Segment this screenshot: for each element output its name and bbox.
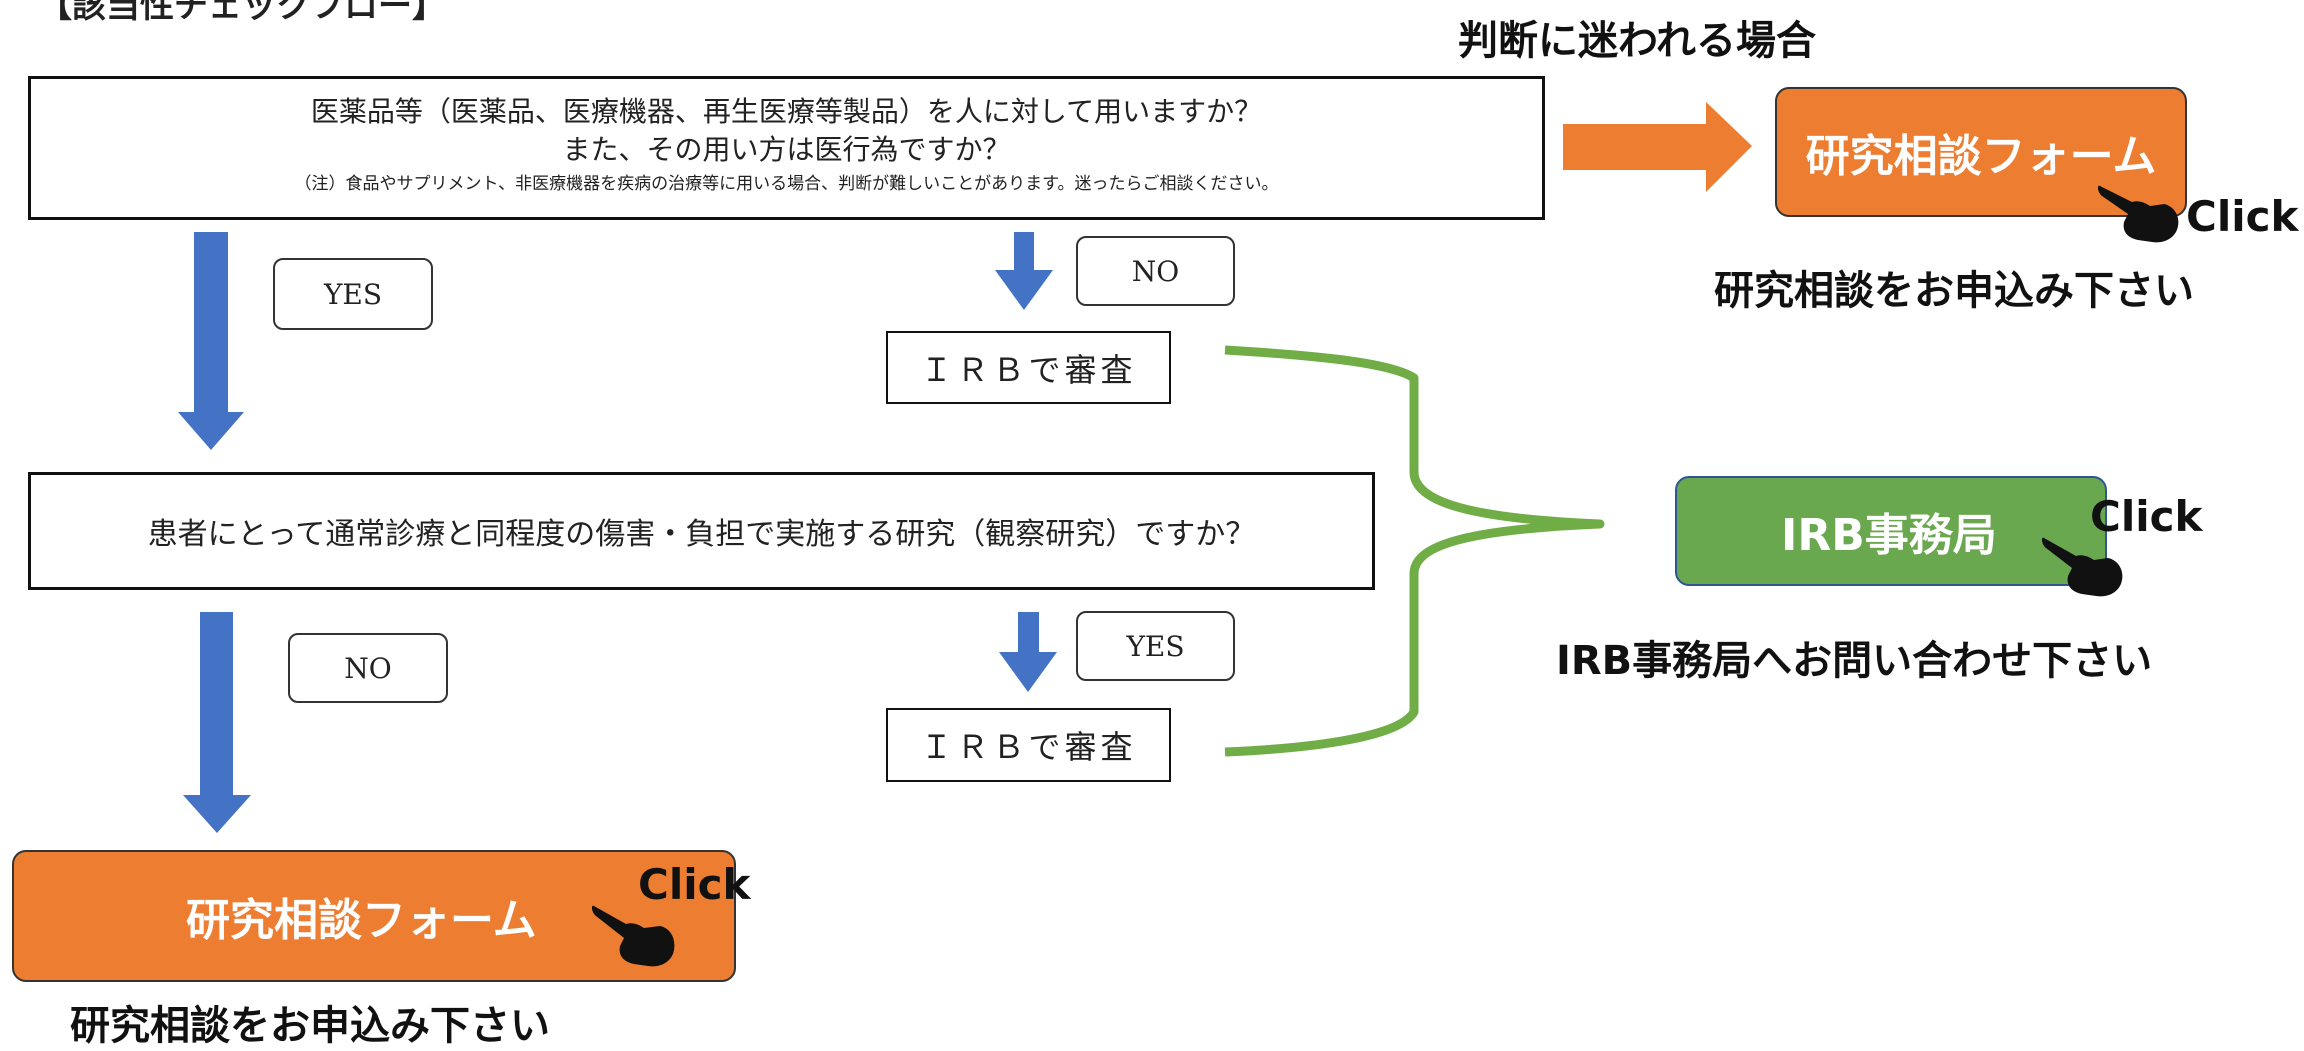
arrow-right-unsure [1563,102,1752,192]
pointing-hand-icon [592,905,675,967]
arrow-down-no-2 [183,612,251,833]
research-consultation-form-button-bottom-label: 研究相談フォーム [186,895,537,946]
flow-title: 【該当性チェックフロー】 [38,0,446,26]
research-consultation-form-button[interactable]: 研究相談フォーム [1775,87,2187,217]
click-label-irb: Click [2090,492,2203,541]
irb-office-button-label: IRB事務局 [1781,510,1997,561]
question-1-note: （注）食品やサプリメント、非医療機器を疾病の治療等に用いる場合、判断が難しいこと… [294,174,1279,194]
yes-tag-q2: YES [1076,611,1235,681]
click-label-form-bottom: Click [638,860,751,909]
research-consultation-form-button-label: 研究相談フォーム [1805,131,2157,182]
question-2-text: 患者にとって通常診療と同程度の傷害・負担で実施する研究（観察研究）ですか？ [147,517,1256,552]
pointing-hand-icon [2042,537,2123,597]
form-caption-bottom: 研究相談をお申込み下さい [70,1003,550,1049]
yes-tag-q1: YES [273,258,433,330]
green-bracket [1224,345,1605,757]
question-1-box: 医薬品等（医薬品、医療機器、再生医療等製品）を人に対して用いますか？ また、その… [28,76,1545,220]
research-consultation-form-button-bottom[interactable]: 研究相談フォーム [12,850,736,982]
irb-review-box-upper: ＩＲＢで審査 [886,331,1171,404]
irb-caption: IRB事務局へお問い合わせ下さい [1556,638,2153,684]
irb-office-button[interactable]: IRB事務局 [1675,476,2107,586]
no-tag-q1: NO [1076,236,1235,306]
unsure-heading: 判断に迷われる場合 [1458,18,1816,64]
question-2-box: 患者にとって通常診療と同程度の傷害・負担で実施する研究（観察研究）ですか？ [28,472,1375,590]
arrow-down-no [995,232,1053,310]
question-1-line-2: また、その用い方は医行為ですか？ [562,133,1011,166]
pointing-hand-icon [2098,185,2179,243]
irb-review-box-lower: ＩＲＢで審査 [886,708,1171,782]
form-caption-right: 研究相談をお申込み下さい [1714,268,2194,314]
arrow-down-yes [178,232,244,450]
question-1-line-1: 医薬品等（医薬品、医療機器、再生医療等製品）を人に対して用いますか？ [310,95,1263,128]
click-label-form-right: Click [2186,192,2299,241]
arrow-down-yes-2 [999,612,1057,692]
no-tag-q2: NO [288,633,448,703]
